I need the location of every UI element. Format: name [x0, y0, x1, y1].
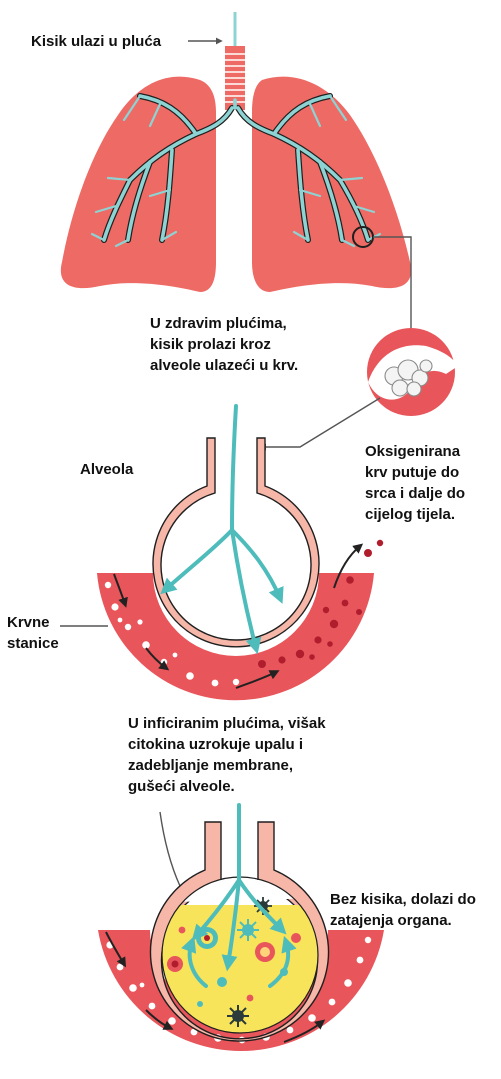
left-lung	[61, 77, 216, 292]
virus-icon	[237, 919, 259, 941]
label-blood-cells: Krvne stanice	[7, 612, 59, 654]
zoom-circle	[367, 328, 458, 416]
virus-icon-3	[227, 1005, 249, 1027]
right-lung	[252, 77, 411, 292]
alveola-wall	[153, 438, 319, 647]
label-infected-lungs: U inficiranim plućima, višak citokina uz…	[128, 713, 326, 797]
alveola-pointer-line	[262, 398, 380, 447]
healthy-alveolus	[97, 406, 383, 700]
label-alveola: Alveola	[80, 459, 133, 480]
label-oxygen-enters: Kisik ulazi u pluća	[31, 31, 161, 52]
lungs	[61, 12, 411, 292]
label-no-oxygen: Bez kisika, dolazi do zatajenja organa.	[330, 889, 476, 931]
label-oxygenated-blood: Oksigenirana krv putuje do srca i dalje …	[365, 441, 465, 525]
label-healthy-lungs: U zdravim plućima, kisik prolazi kroz al…	[150, 313, 298, 376]
membrane-pointer-line	[160, 812, 180, 886]
